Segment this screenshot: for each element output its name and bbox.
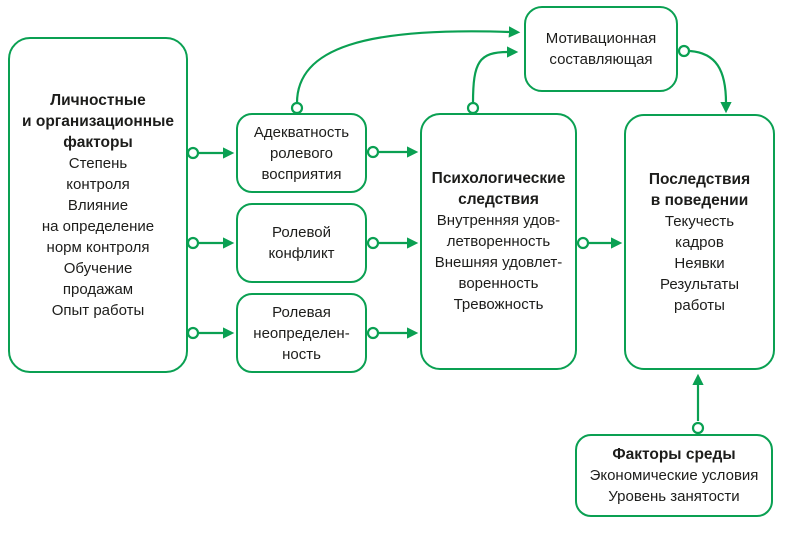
personal-factors-body: Степень контроля Влияние на определение … <box>41 154 155 319</box>
environment-factors-title: Факторы среды <box>612 446 736 463</box>
origin-motivation-right <box>677 44 691 58</box>
origin-role-conflict-right <box>366 236 380 250</box>
origin-role-perception-top <box>290 101 304 115</box>
origin-personal-3 <box>186 326 200 340</box>
personal-factors-title: Личностные и организационные факторы <box>22 91 174 151</box>
origin-environment-top <box>691 421 705 435</box>
role-ambiguity-body: Ролевая неопределен- ность <box>253 303 350 363</box>
behavior-consequences-body: Текучесть кадров Неявки Результаты работ… <box>660 212 739 314</box>
origin-personal-1 <box>186 146 200 160</box>
box-environment-factors: Факторы среды Экономические условия Уров… <box>575 434 773 517</box>
origin-personal-2 <box>186 236 200 250</box>
box-role-perception: Адекватность ролевого восприятия <box>236 113 367 193</box>
behavior-consequences-title: Последствия в поведении <box>648 170 751 209</box>
environment-factors-body: Экономические условия Уровень занятости <box>589 467 759 505</box>
box-motivation: Мотивационная составляющая <box>524 6 678 92</box>
origin-psych-top <box>466 101 480 115</box>
arrow-psych-to-motivation <box>471 46 519 104</box>
arrow-role-perception-to-motivation <box>295 26 521 104</box>
box-personal-factors: Личностные и организационные факторы Сте… <box>8 37 188 373</box>
role-conflict-body: Ролевой конфликт <box>268 224 335 262</box>
psychological-consequences-body: Внутренняя удов- летворенность Внешняя у… <box>434 212 563 313</box>
role-perception-body: Адекватность ролевого восприятия <box>253 123 350 183</box>
origin-psych-right <box>576 236 590 250</box>
motivation-body: Мотивационная составляющая <box>545 30 657 68</box>
box-psychological-consequences: Психологические следствия Внутренняя удо… <box>420 113 577 370</box>
origin-role-ambiguity-right <box>366 326 380 340</box>
box-behavior-consequences: Последствия в поведении Текучесть кадров… <box>624 114 775 370</box>
origin-role-perception-right <box>366 145 380 159</box>
box-role-conflict: Ролевой конфликт <box>236 203 367 283</box>
psychological-consequences-title: Психологические следствия <box>431 170 566 208</box>
arrow-motivation-to-behavior <box>689 49 732 114</box>
box-role-ambiguity: Ролевая неопределен- ность <box>236 293 367 373</box>
